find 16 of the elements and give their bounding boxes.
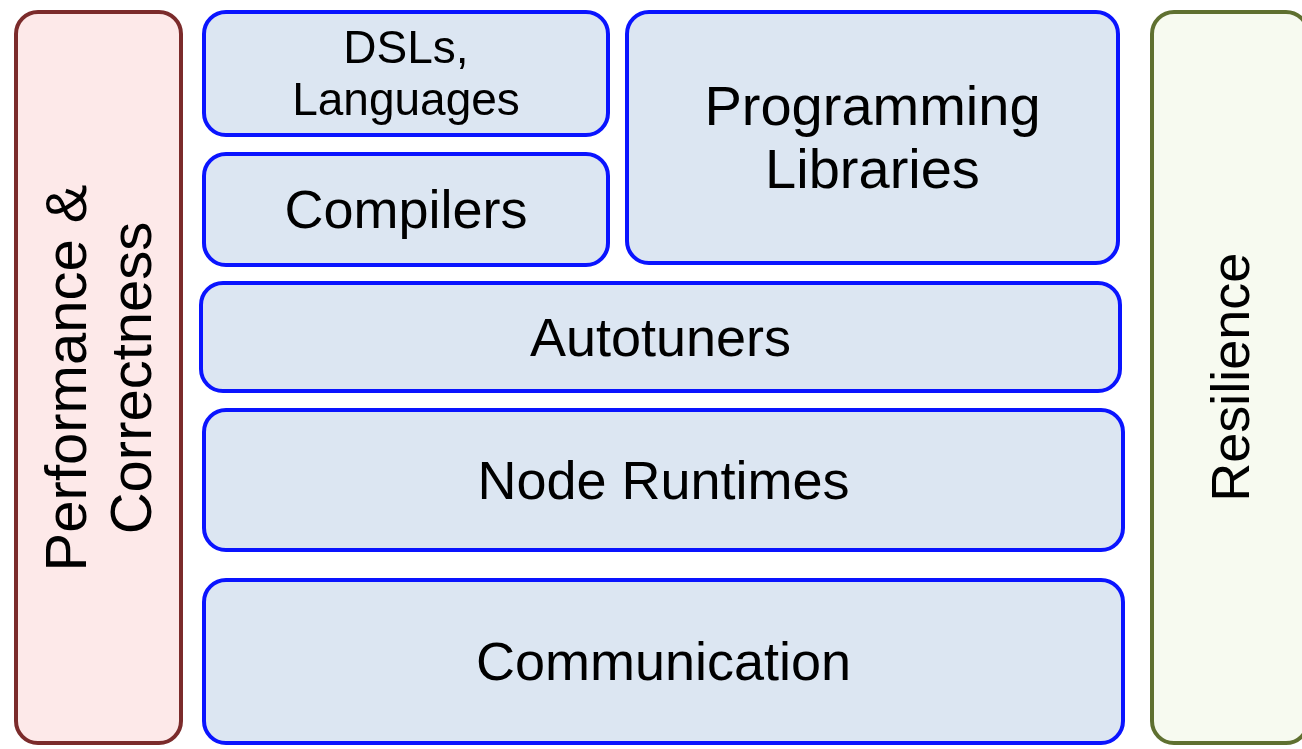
layer-label: Autotuners [528,306,793,368]
layer-box [199,281,1122,393]
layer-label: Communication [474,631,853,692]
layer-box [202,10,610,137]
layer-label: DSLs, Languages [291,22,521,125]
layer-label: Performance & Correctness [33,183,164,573]
layer-label: Programming Libraries [703,74,1042,201]
side-panel [1150,10,1302,745]
layer-box [202,152,610,267]
layer-box [202,408,1125,552]
layer-label: Node Runtimes [476,449,851,511]
side-panel [14,10,183,745]
layer-label: Compilers [283,179,529,240]
layer-box [625,10,1120,265]
layer-label: Resilience [1199,251,1261,505]
layer-box [202,578,1125,745]
